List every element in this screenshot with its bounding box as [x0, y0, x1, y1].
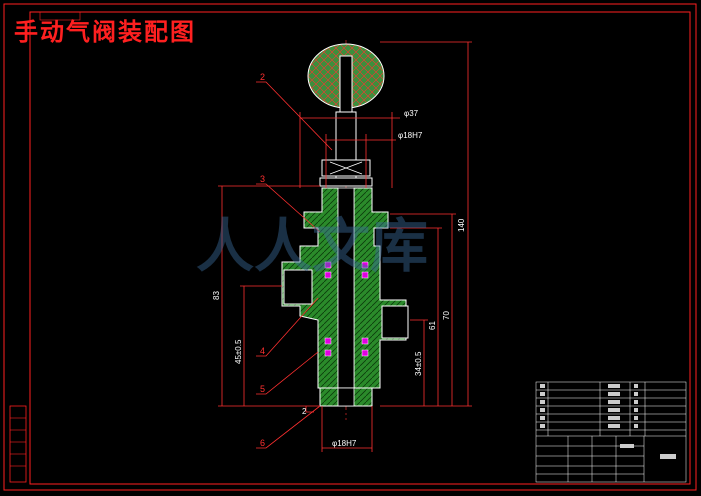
- leader-lines: [256, 81, 333, 449]
- part-number-3: 3: [260, 174, 265, 184]
- dim-70: 70: [442, 311, 451, 320]
- o-ring-seals: [324, 261, 369, 357]
- part-number-2: 2: [260, 72, 265, 82]
- dim-d37: φ37: [404, 109, 419, 118]
- stem-top: [339, 55, 353, 113]
- dim-140: 140: [457, 218, 466, 232]
- watermark: 人人文库: [196, 212, 428, 280]
- dim-83: 83: [212, 291, 221, 300]
- dim-2: 2: [302, 407, 307, 416]
- title-block-marks: [540, 384, 676, 459]
- dim-45: 45±0.5: [234, 339, 243, 364]
- inner-frame: [29, 11, 691, 485]
- top-code-box: [39, 11, 81, 21]
- dim-d18h7-bottom: φ18H7: [332, 439, 357, 448]
- top-flange: [319, 177, 373, 187]
- left-port: [283, 269, 313, 305]
- right-port: [381, 305, 409, 339]
- left-margin-grid: [9, 405, 27, 483]
- part-number-6: 6: [260, 438, 265, 448]
- outer-frame: [3, 3, 697, 491]
- dimension-lines: [218, 41, 472, 452]
- dim-61: 61: [428, 321, 437, 330]
- drawing-title: 手动气阀装配图: [14, 17, 196, 46]
- part-number-5: 5: [260, 384, 265, 394]
- dim-34: 34±0.5: [414, 351, 423, 376]
- title-block: [535, 381, 687, 483]
- part-number-4: 4: [260, 346, 265, 356]
- dim-d18h7-top: φ18H7: [398, 131, 423, 140]
